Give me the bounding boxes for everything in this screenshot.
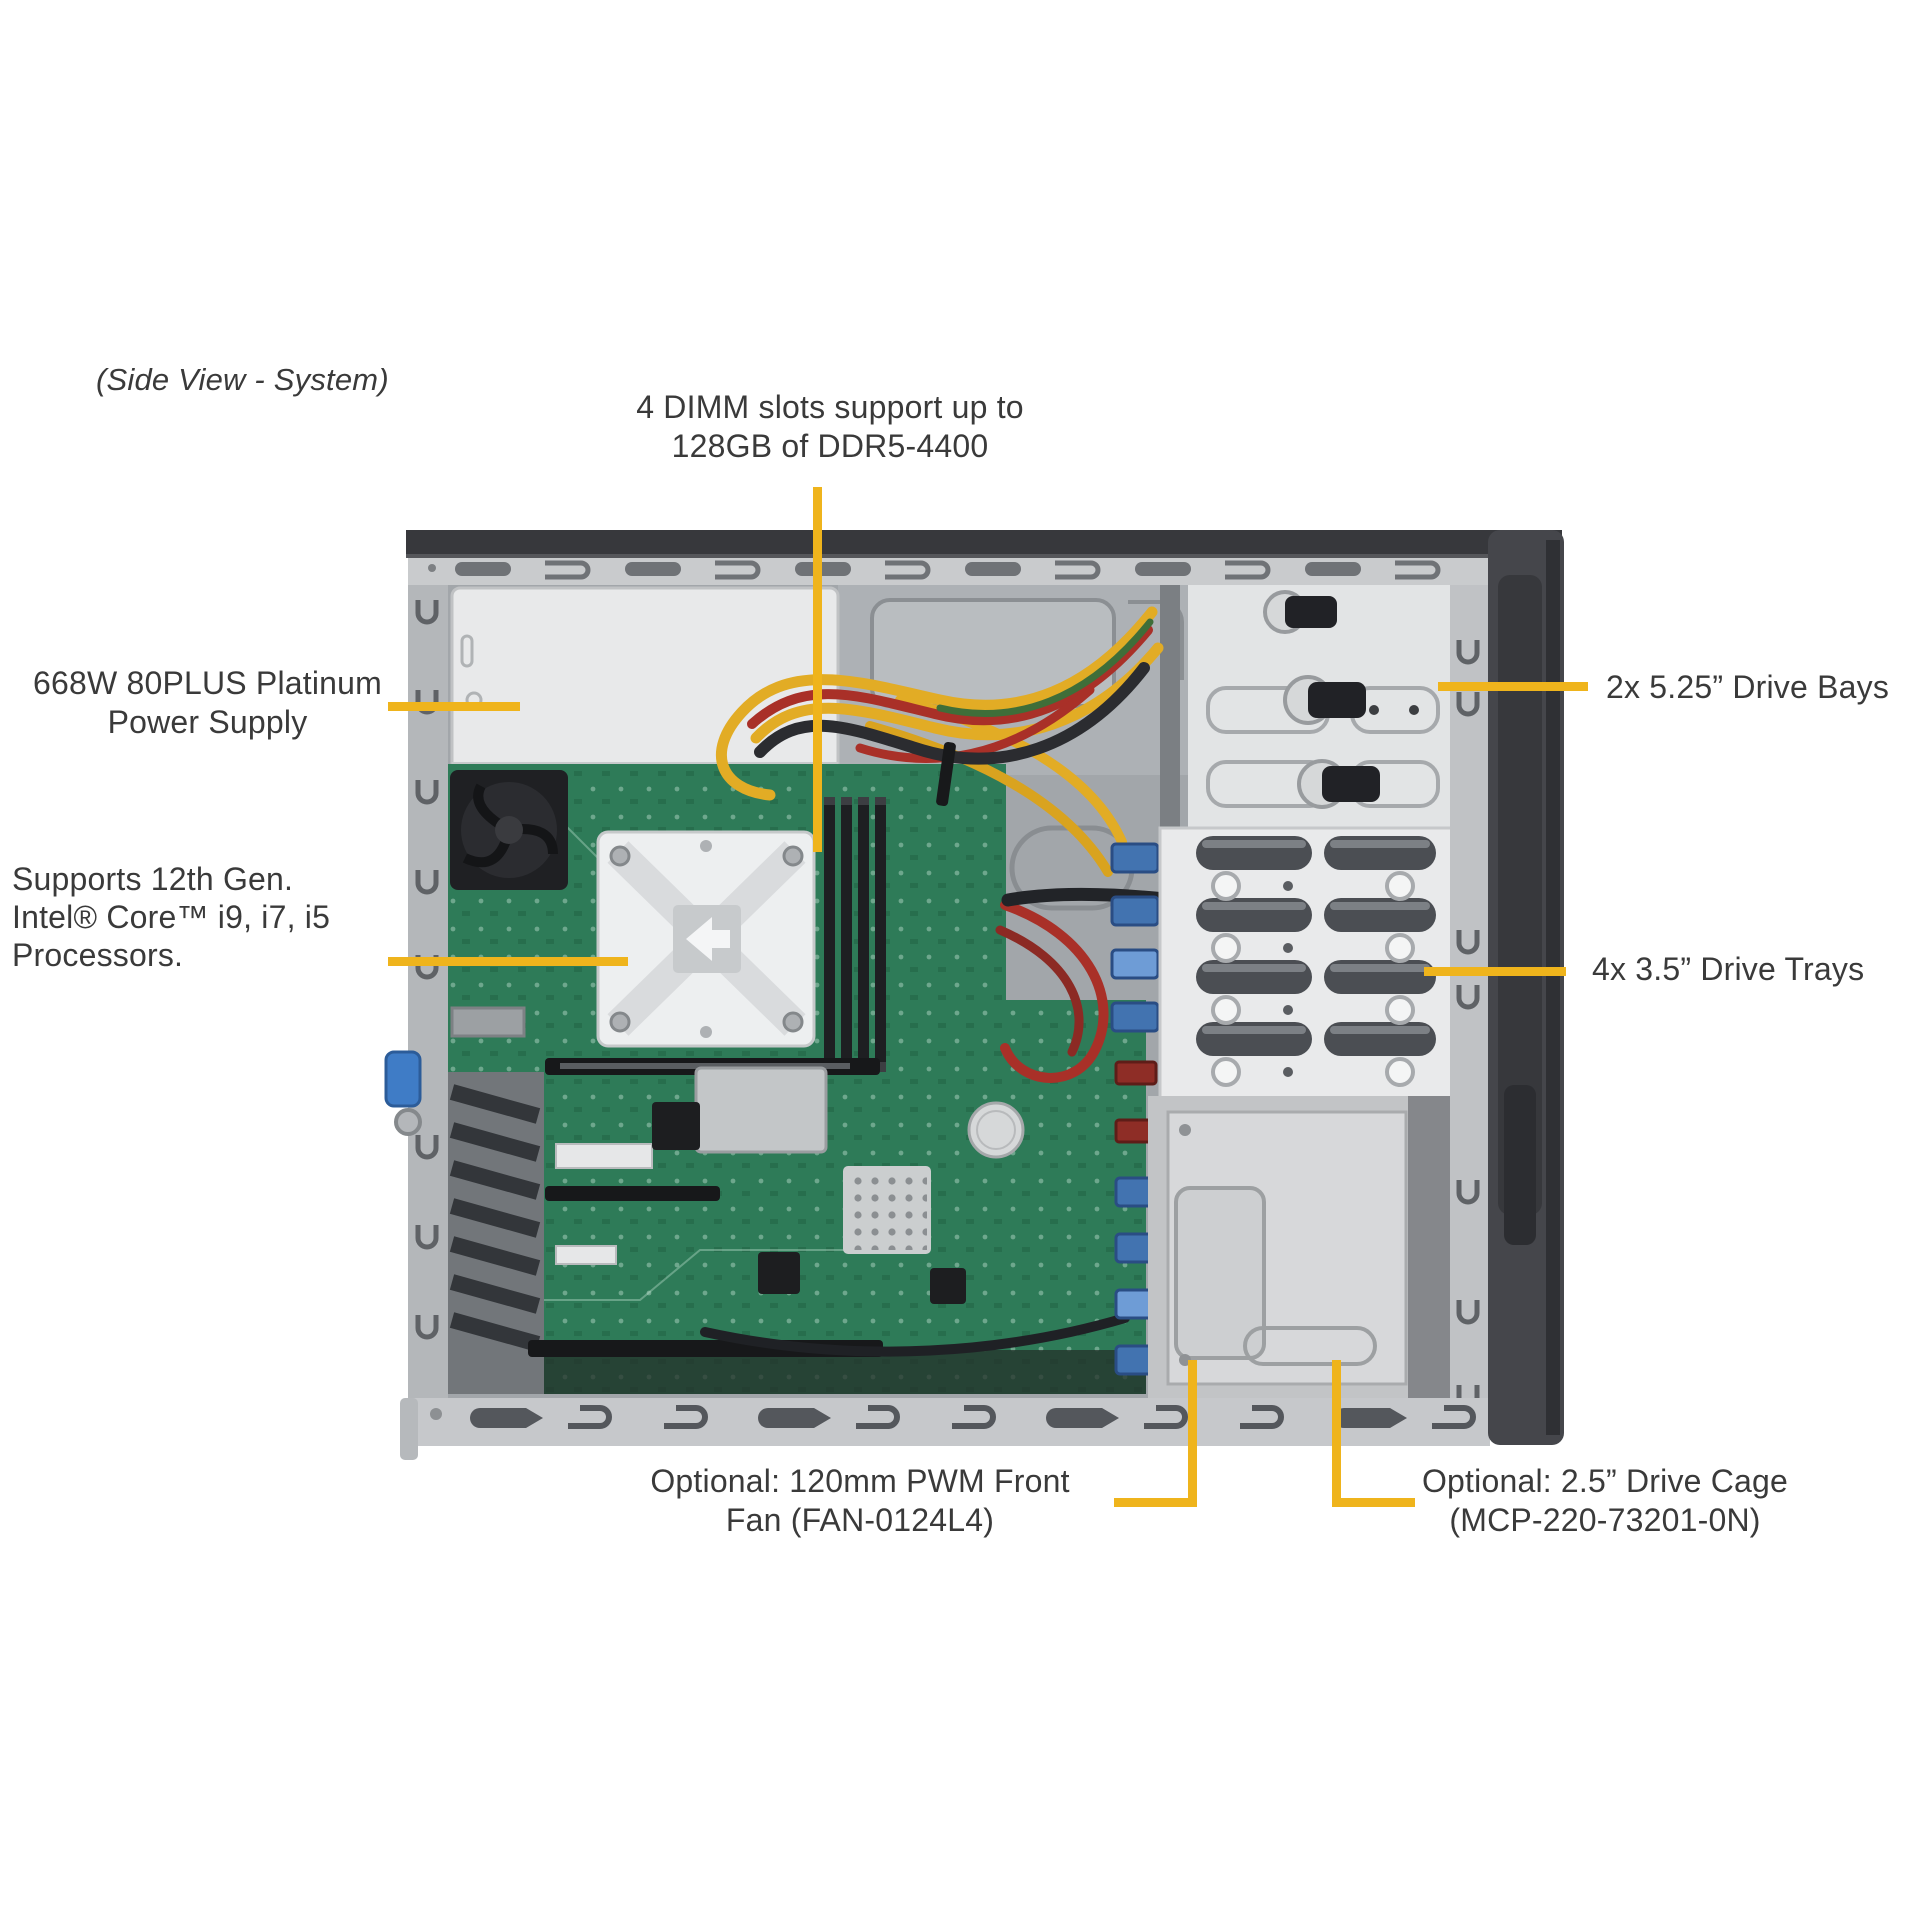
cpu-callout-line3: Processors.	[12, 937, 184, 973]
right-chassis-edge	[1450, 583, 1488, 1407]
dimm-callout: 4 DIMM slots support up to 128GB of DDR5…	[600, 388, 1060, 466]
side-view-label: (Side View - System)	[96, 362, 389, 397]
drive-bays-callout-line	[1438, 682, 1588, 691]
front-fan-callout-line-horizontal	[1114, 1498, 1197, 1507]
dimm-callout-line1: 4 DIMM slots support up to	[636, 389, 1024, 425]
drive-cage-35	[1158, 826, 1454, 1102]
top-rail	[408, 555, 1490, 585]
optical-drive-bays	[1160, 583, 1450, 830]
front-fan-callout-line2: Fan (FAN-0124L4)	[725, 1502, 995, 1538]
front-fan-callout: Optional: 120mm PWM Front Fan (FAN-0124L…	[645, 1462, 1075, 1540]
rear-vent-louvers	[446, 1006, 544, 1394]
drive-cage-callout: Optional: 2.5” Drive Cage (MCP-220-73201…	[1405, 1462, 1805, 1540]
front-bezel	[1488, 530, 1564, 1445]
psu-callout-line	[388, 702, 520, 711]
drive-trays-callout: 4x 3.5” Drive Trays	[1592, 951, 1865, 987]
front-fan-callout-line-vertical	[1188, 1360, 1197, 1507]
drive-bays-callout: 2x 5.25” Drive Bays	[1606, 669, 1890, 705]
bottom-rail	[400, 1398, 1490, 1460]
dimm-callout-line	[813, 487, 822, 852]
cpu-cooler	[596, 830, 816, 1048]
drive-cage-callout-line-horizontal	[1332, 1498, 1415, 1507]
cpu-callout-line	[388, 957, 628, 966]
drive-cage-callout-line1: Optional: 2.5” Drive Cage	[1421, 1463, 1789, 1499]
cpu-callout: Supports 12th Gen. Intel® Core™ i9, i7, …	[12, 860, 382, 974]
cpu-callout-line2: Intel® Core™ i9, i7, i5	[12, 899, 331, 935]
rear-cpu-fan	[450, 770, 568, 890]
dimm-callout-line2: 128GB of DDR5-4400	[671, 428, 989, 464]
pci-retention-clip	[384, 1050, 422, 1108]
power-supply-unit	[450, 586, 840, 774]
psu-callout: 668W 80PLUS Platinum Power Supply	[10, 664, 405, 742]
drive-cage-25-bay	[1148, 1096, 1454, 1398]
expansion-slots	[528, 1058, 1025, 1357]
drive-cage-callout-line-vertical	[1332, 1360, 1341, 1507]
chassis-top-bar	[406, 530, 1562, 558]
psu-callout-line1: 668W 80PLUS Platinum	[32, 665, 383, 701]
front-fan-callout-line1: Optional: 120mm PWM Front	[650, 1463, 1070, 1499]
psu-callout-line2: Power Supply	[107, 704, 308, 740]
cpu-callout-line1: Supports 12th Gen.	[12, 861, 294, 897]
drive-cage-callout-line2: (MCP-220-73201-0N)	[1449, 1502, 1761, 1538]
drive-trays-callout-line	[1424, 967, 1566, 976]
